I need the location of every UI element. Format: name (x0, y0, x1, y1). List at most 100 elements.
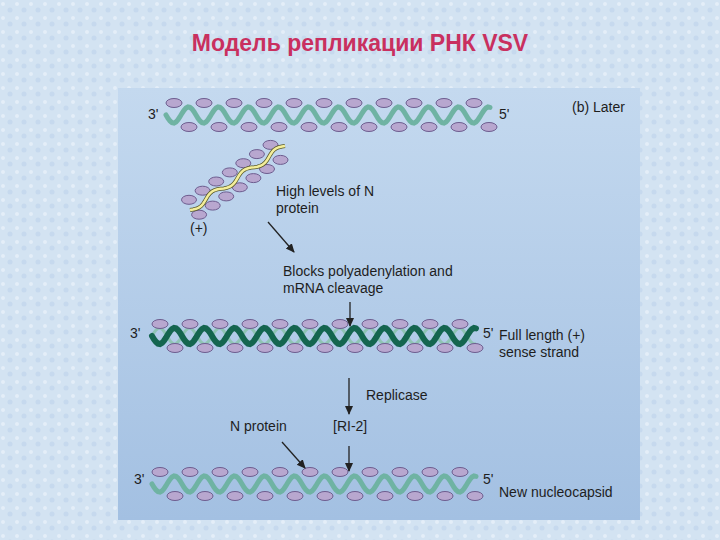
strand-end: 5' (483, 325, 493, 342)
n-protein (167, 344, 183, 353)
n-protein (286, 99, 302, 108)
strand-end: 5' (499, 106, 509, 123)
n-protein (407, 344, 423, 353)
strand-sense: (+) (190, 220, 208, 237)
n-protein (182, 320, 198, 329)
flow-arrow (348, 378, 349, 414)
n-protein (273, 155, 288, 164)
plus-strand (190, 146, 285, 210)
rna-strand (152, 476, 476, 492)
n-protein (317, 492, 333, 501)
n-protein (302, 320, 318, 329)
strand-label: Full length (+) sense strand (499, 327, 624, 361)
n-protein (407, 492, 423, 501)
n-protein (182, 195, 197, 204)
rna-strand (166, 107, 490, 123)
n-protein (242, 468, 258, 477)
flow-arrow (268, 222, 294, 252)
n-protein (166, 99, 182, 108)
n-protein (256, 99, 272, 108)
enzyme-label: Replicase (366, 387, 427, 404)
flow-arrow (282, 442, 305, 468)
n-protein (212, 320, 228, 329)
n-protein (437, 492, 453, 501)
n-protein (451, 123, 467, 132)
n-protein (271, 123, 287, 132)
slide-title: Модель репликации РНК VSV (0, 30, 720, 57)
n-protein (242, 320, 258, 329)
diagram-panel (118, 88, 640, 520)
n-protein (406, 99, 422, 108)
n-protein (222, 168, 237, 177)
n-protein (392, 320, 408, 329)
n-protein (182, 468, 198, 477)
n-protein (209, 177, 224, 186)
flow-arrow (349, 302, 350, 326)
n-protein (197, 492, 213, 501)
n-protein (287, 344, 303, 353)
n-protein (361, 123, 377, 132)
n-protein (467, 492, 483, 501)
flow-arrow (348, 446, 349, 471)
n-protein (192, 210, 207, 219)
n-protein (219, 192, 234, 201)
n-protein (212, 468, 228, 477)
n-protein (167, 492, 183, 501)
n-protein (437, 344, 453, 353)
note: High levels of N protein (276, 183, 391, 217)
protein-label: N protein (230, 418, 287, 435)
n-protein (347, 344, 363, 353)
n-protein (287, 492, 303, 501)
n-protein (347, 492, 363, 501)
n-protein (362, 320, 378, 329)
note: Blocks polyadenylation and mRNA cleavage (283, 263, 463, 297)
n-protein (422, 468, 438, 477)
n-protein (391, 123, 407, 132)
n-protein (376, 99, 392, 108)
n-protein (421, 123, 437, 132)
strand-end: 3' (134, 471, 144, 488)
n-protein (226, 99, 242, 108)
rna-strand (152, 328, 476, 344)
n-protein (332, 468, 348, 477)
n-protein (196, 99, 212, 108)
n-protein (211, 123, 227, 132)
n-protein (377, 492, 393, 501)
n-protein (467, 344, 483, 353)
rna-strand (152, 328, 476, 344)
n-protein (241, 123, 257, 132)
n-protein (466, 99, 482, 108)
n-protein (481, 123, 497, 132)
n-protein (301, 123, 317, 132)
n-protein (436, 99, 452, 108)
n-protein (181, 123, 197, 132)
intermediate-label: [RI-2] (333, 418, 367, 435)
strand-label: New nucleocapsid (499, 484, 613, 501)
strand-end: 3' (130, 325, 140, 342)
n-protein (392, 468, 408, 477)
n-protein (422, 320, 438, 329)
n-protein (249, 150, 264, 159)
n-protein (377, 344, 393, 353)
n-protein (257, 492, 273, 501)
n-protein (205, 201, 220, 210)
n-protein (346, 99, 362, 108)
n-protein (272, 468, 288, 477)
n-protein (452, 320, 468, 329)
panel-label: (b) Later (572, 99, 625, 116)
n-protein (227, 344, 243, 353)
n-protein (152, 468, 168, 477)
n-protein (302, 468, 318, 477)
n-protein (316, 99, 332, 108)
n-protein (452, 468, 468, 477)
n-protein (152, 320, 168, 329)
nucleocapsid-helices (152, 99, 497, 501)
strand-end: 5' (483, 471, 493, 488)
n-protein (227, 492, 243, 501)
n-protein (332, 320, 348, 329)
plus-strand-outline (190, 146, 285, 210)
n-protein (331, 123, 347, 132)
n-protein (257, 344, 273, 353)
strand-end: 3' (148, 106, 158, 123)
